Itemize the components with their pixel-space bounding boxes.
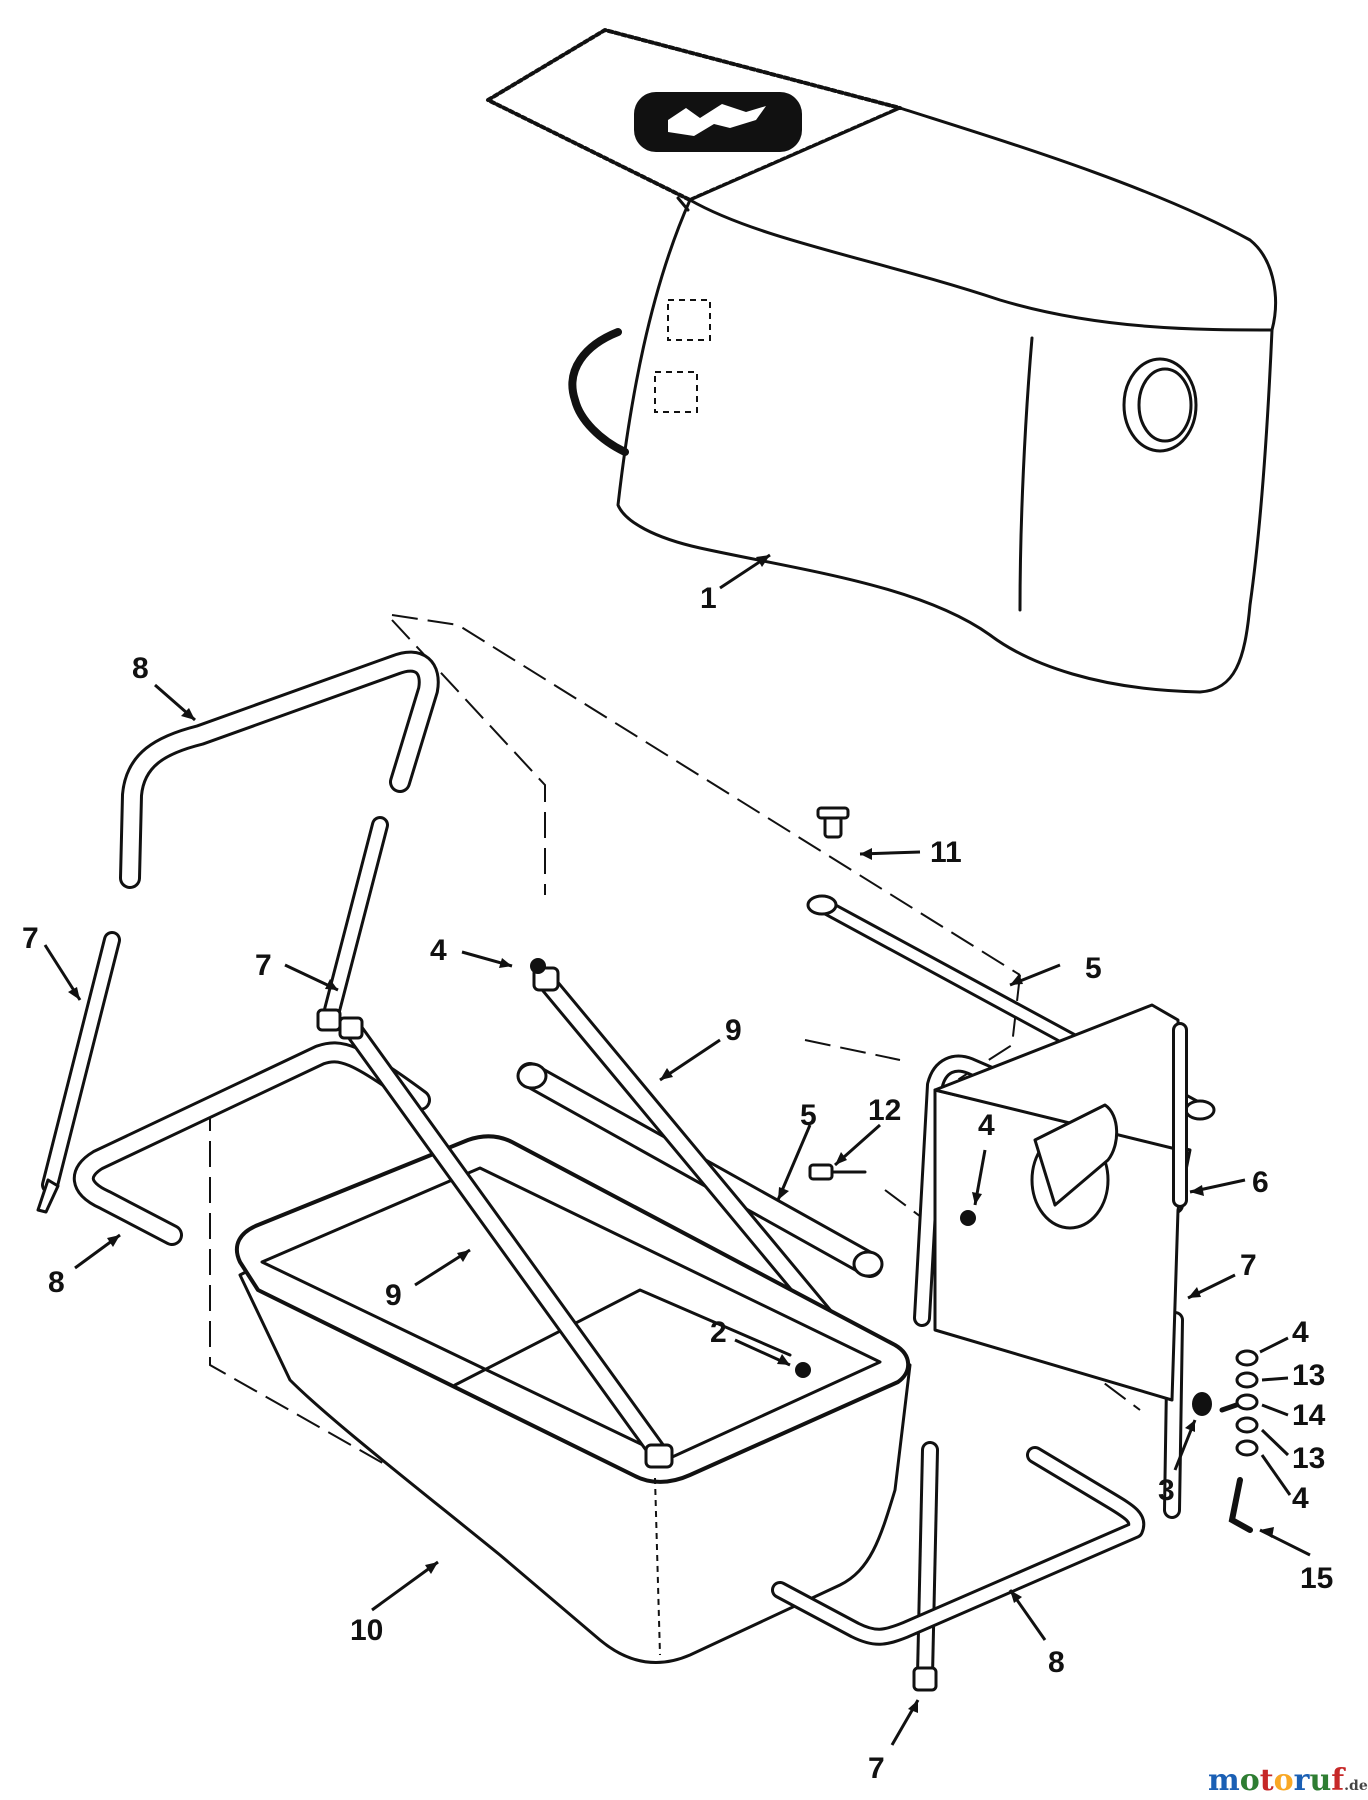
- callout-labels: 1 8 7 7 4 11 5 9 5 12 4 6 8 9 2 7 4 13 1…: [22, 582, 1333, 1785]
- bolt-12: [808, 1163, 834, 1181]
- callout-7-bottom: 7: [868, 1752, 885, 1785]
- nut-2: [795, 1362, 811, 1378]
- callout-15: 15: [1300, 1562, 1333, 1595]
- callout-14: 14: [1292, 1399, 1326, 1432]
- nut-4a: [530, 958, 546, 974]
- hardware: [530, 806, 1259, 1533]
- callout-11: 11: [930, 836, 962, 869]
- callout-9-upper: 9: [725, 1014, 742, 1047]
- callout-5-upper: 5: [1085, 952, 1102, 985]
- svg-text:motoruf.de: motoruf.de: [1208, 1763, 1368, 1798]
- support-rod-mid: [316, 816, 389, 1032]
- frame-handle-top: [119, 650, 440, 889]
- support-rod-left: [36, 931, 121, 1214]
- frame-lower-right: [771, 1446, 1146, 1646]
- discharge-opening: [1122, 357, 1198, 453]
- callout-8-top: 8: [132, 652, 149, 685]
- callout-2: 2: [710, 1316, 727, 1349]
- tub: [234, 1134, 912, 1665]
- washer-3: [1192, 1392, 1212, 1416]
- callout-4-a: 4: [430, 934, 447, 967]
- callout-7-right: 7: [1240, 1249, 1257, 1282]
- callout-8-right: 8: [1048, 1646, 1065, 1679]
- callout-10: 10: [350, 1614, 383, 1647]
- pin-15: [1228, 1477, 1253, 1533]
- callout-1: 1: [700, 582, 717, 615]
- brace-left: [338, 1016, 674, 1469]
- callout-13-b: 13: [1292, 1442, 1325, 1475]
- support-rod-bottom: [912, 1441, 939, 1692]
- callout-4-b: 4: [978, 1109, 995, 1142]
- grass-bag: [486, 28, 1278, 694]
- callout-8-left: 8: [48, 1266, 65, 1299]
- callout-5-lower: 5: [800, 1099, 817, 1132]
- callout-7-left: 7: [22, 922, 39, 955]
- callout-13-a: 13: [1292, 1359, 1325, 1392]
- callout-6: 6: [1252, 1166, 1269, 1199]
- nut-4b: [960, 1210, 976, 1226]
- callout-4-d: 4: [1292, 1482, 1309, 1515]
- callout-7-mid: 7: [255, 949, 272, 982]
- callout-4-c: 4: [1292, 1316, 1309, 1349]
- front-plate: [913, 1003, 1192, 1402]
- callout-12: 12: [868, 1094, 901, 1127]
- callout-3: 3: [1158, 1474, 1175, 1507]
- watermark-logo: motoruf.de: [1208, 1763, 1368, 1798]
- callout-9-lower: 9: [385, 1279, 402, 1312]
- callout-leaders: [43, 553, 1311, 1746]
